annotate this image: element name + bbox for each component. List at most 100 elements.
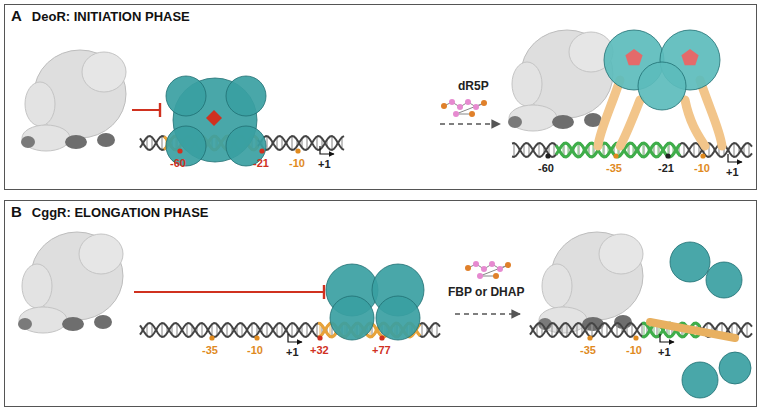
base-pair — [306, 137, 307, 150]
tss-arrow — [728, 154, 742, 162]
position-dot — [587, 335, 592, 340]
position-label: -35 — [606, 162, 622, 174]
position-label: -10 — [289, 157, 305, 169]
ligand-icon — [441, 99, 487, 117]
atom — [457, 104, 463, 110]
atom — [481, 266, 487, 272]
rnap-lobe — [22, 264, 52, 308]
base-pair — [201, 323, 202, 337]
position-label: -21 — [658, 162, 674, 174]
atom — [453, 111, 459, 117]
position-label: -35 — [580, 344, 596, 356]
ligand-label: dR5P — [458, 80, 489, 93]
panel-title: CggR: ELONGATION PHASE — [32, 205, 209, 220]
base-pair — [538, 143, 539, 157]
panel-frame: ADeoR: INITIATION PHASE — [4, 4, 757, 190]
inhibition-bar — [159, 103, 161, 117]
base-pair — [161, 323, 162, 337]
base-pair — [551, 323, 552, 337]
base-pair — [291, 136, 292, 150]
dashed-arrow — [440, 123, 500, 125]
position-dot — [317, 335, 322, 340]
protein-lobe — [166, 76, 206, 116]
protein-lobe — [330, 296, 374, 340]
base-pair — [316, 324, 317, 337]
atom — [449, 99, 455, 105]
base-pair — [176, 324, 177, 337]
rnap-lobe — [512, 62, 542, 106]
rna-polymerase — [508, 30, 613, 131]
rnap-lobe — [79, 234, 123, 274]
rnap-lobe — [19, 307, 67, 333]
base-pair — [576, 324, 577, 337]
atom — [469, 111, 475, 117]
tss-arrow — [660, 334, 674, 342]
atom — [441, 103, 447, 109]
rnap-lobe — [509, 105, 557, 131]
atom — [497, 266, 503, 272]
inhibition-bar — [323, 285, 325, 299]
sigma-domain — [62, 317, 84, 331]
sigma-domain — [552, 115, 574, 129]
atom — [473, 261, 479, 267]
base-pair — [513, 143, 514, 157]
base-pair — [226, 323, 227, 337]
position-dot — [295, 148, 300, 153]
protein-lobe — [682, 362, 718, 398]
position-dot — [177, 148, 182, 153]
position-label: -21 — [253, 157, 269, 169]
position-label: +1 — [726, 166, 739, 178]
base-pair — [421, 323, 422, 337]
position-label: -10 — [626, 344, 642, 356]
atom — [489, 261, 495, 267]
rna-polymerase — [21, 50, 126, 151]
sigma-domain — [508, 116, 522, 128]
protein-lobe — [638, 62, 686, 110]
rna-polymerase — [18, 232, 123, 333]
rna-polymerase — [538, 232, 643, 333]
position-label: -60 — [170, 157, 186, 169]
sigma-domain — [94, 315, 112, 329]
position-label: +32 — [310, 344, 329, 356]
base-pair — [436, 324, 437, 337]
base-pair — [693, 144, 694, 157]
sigma-domain — [18, 318, 32, 330]
base-pair — [251, 324, 252, 337]
ligand-label: FBP or DHAP — [448, 286, 524, 299]
base-pair — [616, 323, 617, 337]
base-pair — [591, 323, 592, 337]
tss-arrow — [288, 334, 302, 342]
dashed-arrow — [455, 313, 520, 315]
rnap-lobe — [22, 125, 70, 151]
position-label: -10 — [247, 344, 263, 356]
protein-lobe — [670, 242, 710, 282]
atom — [473, 104, 479, 110]
base-pair — [316, 137, 317, 150]
base-pair — [566, 324, 567, 337]
base-pair — [577, 143, 578, 157]
ligand-icon — [465, 261, 511, 279]
panel-letter: A — [11, 7, 22, 24]
position-label: +1 — [318, 158, 331, 170]
position-dot — [259, 148, 264, 153]
tss-arrow — [320, 146, 334, 154]
base-pair — [603, 143, 604, 157]
base-pair — [306, 324, 307, 337]
base-pair — [578, 143, 579, 157]
sigma-domain — [65, 135, 87, 149]
base-pair — [291, 323, 292, 337]
base-pair — [266, 136, 267, 150]
position-label: +77 — [372, 344, 391, 356]
position-dot — [700, 153, 705, 158]
sigma-domain — [21, 136, 35, 148]
position-label: +1 — [658, 346, 671, 358]
protein-core — [650, 322, 735, 338]
base-pair — [642, 143, 643, 157]
base-pair — [161, 136, 162, 150]
sigma-domain — [97, 133, 115, 147]
ligand-pentagon — [681, 49, 698, 65]
atom — [477, 273, 483, 279]
base-pair — [643, 143, 644, 157]
panel-letter: B — [11, 203, 22, 220]
position-dot — [545, 153, 550, 158]
